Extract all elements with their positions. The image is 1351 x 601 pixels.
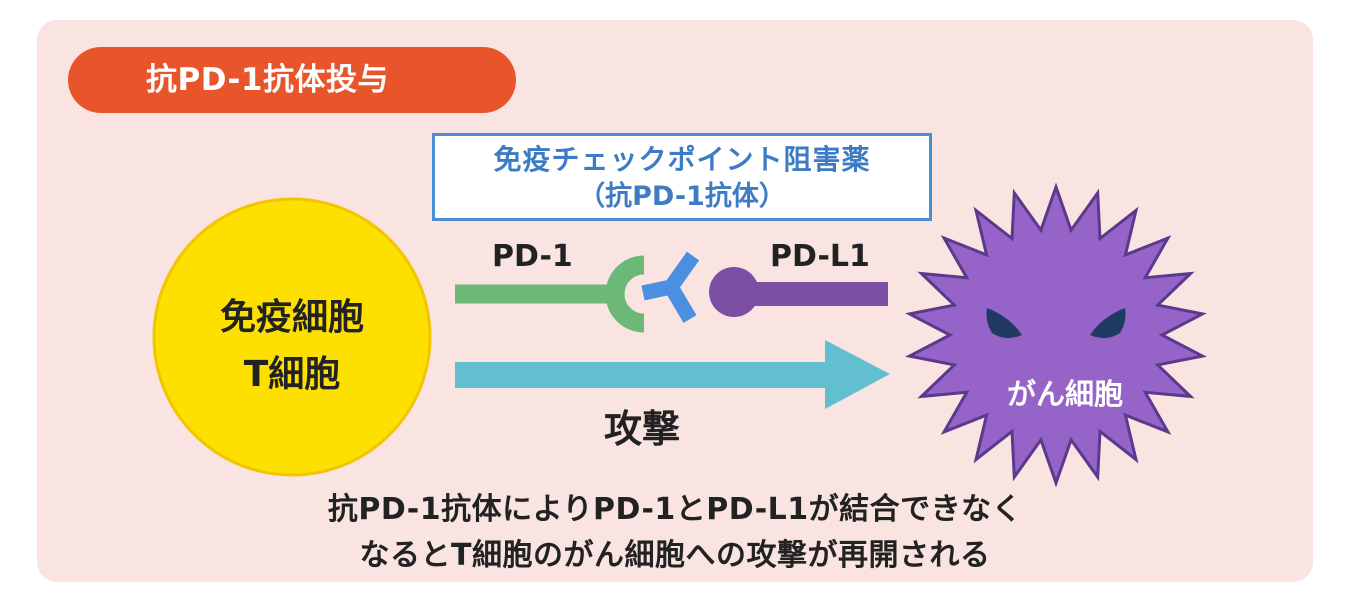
title-badge: 抗PD-1抗体投与 [68,47,516,113]
attack-label: 攻撃 [604,407,681,451]
caption-line2: なるとT細胞のがん細胞への攻撃が再開される [359,538,991,573]
drug-label-line1: 免疫チェックポイント阻害薬 [493,143,871,176]
drug-label-line2: （抗PD-1抗体） [578,181,786,212]
attack-arrow [455,340,890,409]
antibody-icon [641,251,700,323]
cancer-cell-shape [905,182,1207,488]
cancer-cell-label: がん細胞 [1006,377,1123,411]
pd1-label: PD-1 [492,239,573,274]
caption-line1: 抗PD-1抗体によりPD-1とPD-L1が結合できなく [327,492,1023,527]
t-cell-label: T細胞 [243,354,341,395]
pdl1-ligand [709,267,888,317]
pdl1-label: PD-L1 [770,239,870,274]
angry-eyes-icon [986,308,1126,339]
drug-label-box: 免疫チェックポイント阻害薬 （抗PD-1抗体） [432,133,932,221]
pd1-receptor [455,255,645,333]
t-cell-circle [152,197,432,477]
immune-cell-label: 免疫細胞 [219,297,364,338]
